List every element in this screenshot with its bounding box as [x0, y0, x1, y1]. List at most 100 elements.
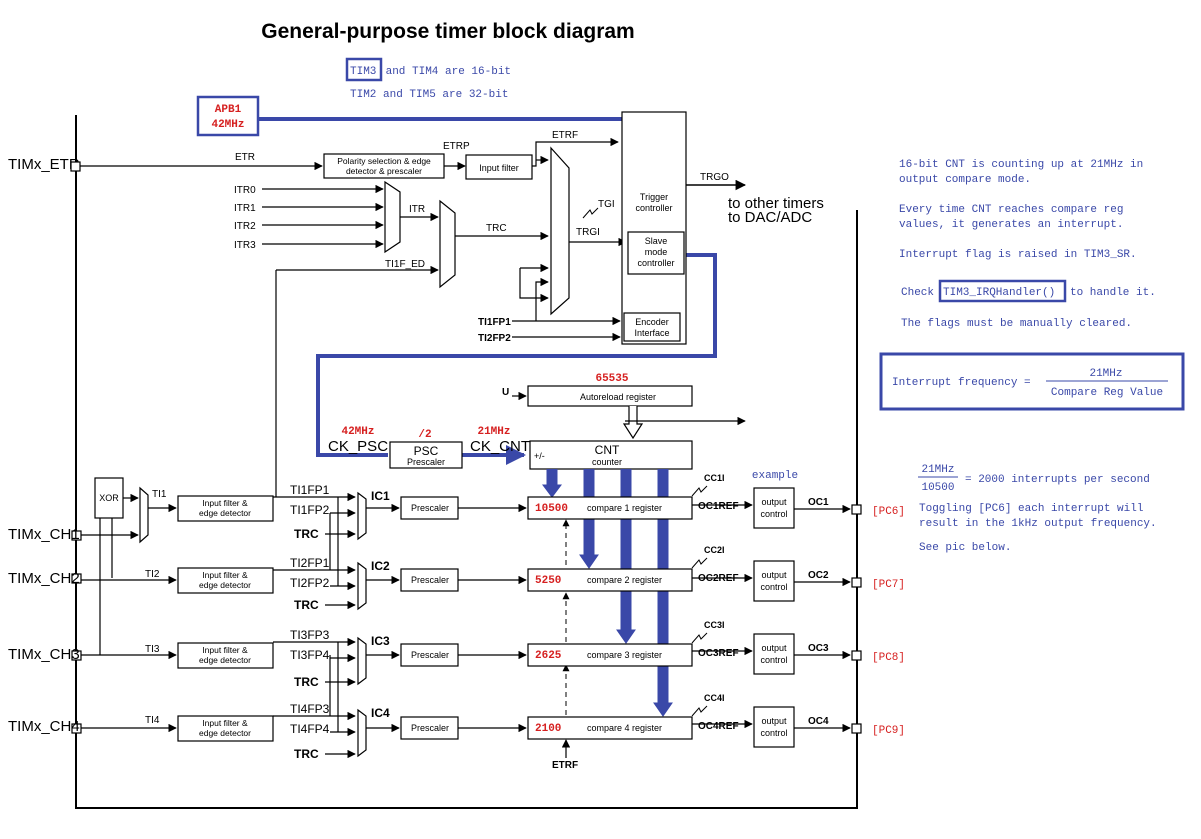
calc-numerator: 21MHz [921, 464, 954, 476]
itr-label: ITR [409, 204, 425, 215]
psc-label: PSC [414, 444, 439, 458]
autoreload-label: Autoreload register [580, 392, 656, 402]
etr-pin-label: TIMx_ETR [8, 156, 80, 173]
ch3-pin-label: TIMx_CH3 [8, 646, 80, 663]
ch1-fp-b-label: TI1FP2 [290, 503, 330, 517]
ti1-mux [139, 486, 149, 544]
capture-compare-channels: Input filter &edge detectorTI1FP1TI1FP2T… [71, 473, 905, 761]
trgi-label: TRGI [576, 227, 600, 238]
example-label: example [752, 470, 798, 482]
trc-label-top: TRC [486, 223, 507, 234]
ch4-pin-label: TIMx_CH4 [8, 718, 80, 735]
ch1-ocref-label: OC1REF [698, 501, 739, 512]
trgi-mux-in-b [519, 268, 549, 303]
note-check-pre: Check [901, 287, 934, 299]
note-check-box: TIM3_IRQHandler() [943, 287, 1055, 299]
encoder-label-2: Interface [634, 328, 669, 338]
ch4-ic-mux [357, 708, 367, 758]
ch2-ccr-name: compare 2 register [587, 575, 662, 585]
see-pic-note: See pic below. [919, 542, 1011, 554]
psc-prescaler [389, 441, 463, 469]
toggle-note-b: result in the 1kHz output frequency. [919, 518, 1157, 530]
ti2fp2-mid-label: TI2FP2 [478, 333, 511, 344]
ch3-output-pin[interactable] [851, 650, 862, 661]
polarity-label-1: Polarity selection & edge [337, 156, 431, 166]
ch1-compare-register [527, 496, 693, 520]
xor-gate [94, 477, 124, 519]
ch1-ic-mux [357, 491, 367, 541]
trigger-label-2: controller [635, 203, 672, 213]
ch1-output-control [753, 487, 795, 529]
bits-note-tim3: TIM3 [350, 66, 376, 78]
ch3-input-filter [177, 642, 274, 669]
ch1-prescaler-label: Prescaler [411, 503, 449, 513]
ch2-prescaler-label: Prescaler [411, 575, 449, 585]
note-2b: values, it generates an interrupt. [899, 219, 1123, 231]
ch3-compare-register [527, 643, 693, 667]
ch1-input-filter [177, 495, 274, 522]
ch4-pin-name: [PC9] [872, 725, 905, 737]
ch4-ccr-value: 2100 [535, 723, 561, 735]
apb1-freq: 42MHz [211, 119, 244, 131]
u-label: U [502, 387, 509, 398]
ch4-out-ctrl-2: control [760, 728, 787, 738]
ti1-label: TI1 [152, 489, 167, 500]
ch3-ccr-value: 2625 [535, 650, 562, 662]
ch4-out-ctrl-1: output [761, 716, 787, 726]
etr-pin[interactable] [70, 161, 81, 172]
tim3-highlight-box [345, 57, 383, 82]
ch1-cci-label: CC1I [704, 473, 725, 483]
ch4-filter-label-1: Input filter & [202, 718, 248, 728]
ch4-fp-b-label: TI4FP4 [290, 722, 330, 736]
ch2-compare-register [527, 568, 693, 592]
ch1-ccr-name: compare 1 register [587, 503, 662, 513]
ch4-ccr-name: compare 4 register [587, 723, 662, 733]
encoder-interface [623, 312, 681, 342]
ch4-output-pin[interactable] [851, 723, 862, 734]
ch2-fp-b-label: TI2FP2 [290, 576, 330, 590]
formula-numerator: 21MHz [1089, 368, 1122, 380]
ch4-trc-label: TRC [294, 747, 319, 761]
ch1-pin-name: [PC6] [872, 506, 905, 518]
to-other-timers: to other timers [728, 195, 824, 212]
apb1-label: APB1 [215, 104, 242, 116]
ch2-output-pin[interactable] [851, 577, 862, 588]
ch3-cci-label: CC3I [704, 620, 725, 630]
bits-note-line2: TIM2 and TIM5 are 32-bit [350, 89, 508, 101]
ch4-prescaler-label: Prescaler [411, 723, 449, 733]
itr1-label: ITR1 [234, 203, 256, 214]
ch1-ccr-value: 10500 [535, 503, 568, 515]
cnt-to-ccr1 [542, 469, 562, 498]
note-1b: output compare mode. [899, 174, 1031, 186]
ch3-fp-b-label: TI3FP4 [290, 648, 330, 662]
trgi-mux [550, 146, 570, 316]
slave-to-psc-path [316, 253, 717, 457]
itr0-label: ITR0 [234, 185, 256, 196]
toggle-note-a: Toggling [PC6] each interrupt will [919, 503, 1143, 515]
calc-result: = 2000 interrupts per second [965, 474, 1150, 486]
calc-denominator: 10500 [921, 482, 954, 494]
trigger-controller [621, 111, 687, 345]
ch3-pin-name: [PC8] [872, 652, 905, 664]
ch1-filter-label-2: edge detector [199, 508, 251, 518]
ch2-input-pin[interactable] [71, 573, 82, 584]
ch1-oc-label: OC1 [808, 497, 829, 508]
arr-to-cnt [622, 406, 644, 440]
encoder-label-1: Encoder [635, 317, 669, 327]
ch2-cci-label: CC2I [704, 545, 725, 555]
ch4-filter-label-2: edge detector [199, 728, 251, 738]
ch1-pin-label: TIMx_CH1 [8, 526, 80, 543]
ch3-filter-label-2: edge detector [199, 655, 251, 665]
ch1-out-ctrl-2: control [760, 509, 787, 519]
autoreload-register [527, 385, 693, 407]
ch4-output-control [753, 706, 795, 748]
ch2-oc-label: OC2 [808, 570, 829, 581]
itr3-label: ITR3 [234, 240, 256, 251]
apb1-clock-box [196, 95, 260, 137]
ch2-fp-a-label: TI2FP1 [290, 556, 330, 570]
channel-cross-links [329, 497, 339, 732]
etr-input-filter-label: Input filter [479, 163, 519, 173]
slave-label-1: Slave [645, 236, 668, 246]
ch1-output-pin[interactable] [851, 504, 862, 515]
ch2-out-ctrl-2: control [760, 582, 787, 592]
